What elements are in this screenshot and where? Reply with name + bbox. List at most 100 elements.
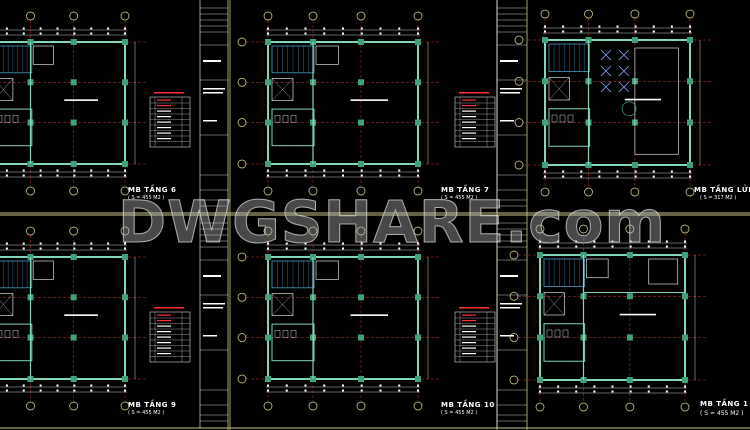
dimension-text	[634, 30, 637, 33]
dimension-text	[285, 384, 288, 387]
dimension-text	[107, 247, 110, 250]
grid-bubble	[584, 9, 593, 19]
toilet-fixture	[12, 114, 19, 123]
column	[626, 377, 633, 383]
dimension-text	[107, 169, 110, 172]
dimension-text	[575, 245, 578, 248]
dimension-text	[360, 32, 363, 35]
dimension-text	[360, 169, 363, 172]
dimension-text	[360, 27, 363, 30]
dimension-text	[593, 245, 596, 248]
dimension-text	[56, 169, 59, 172]
title-block-text	[500, 275, 518, 277]
grid-bubble	[26, 226, 35, 236]
column	[358, 39, 364, 45]
legend-title	[459, 92, 489, 94]
title-block-text	[203, 275, 221, 277]
grid-bubble	[680, 402, 690, 412]
dimension-text	[379, 32, 382, 35]
dimension-text	[56, 247, 59, 250]
legend-text	[157, 314, 171, 316]
dimension-text	[634, 170, 637, 173]
column	[537, 293, 543, 300]
column	[358, 254, 364, 260]
dimension-text	[360, 242, 363, 245]
grid-bubble	[26, 401, 35, 411]
elevator-cross	[548, 77, 570, 101]
dimension-text	[634, 175, 637, 178]
dimension-text	[73, 384, 76, 387]
column	[122, 334, 128, 341]
dimension-text	[616, 30, 619, 33]
grid-bubble	[413, 186, 423, 196]
column	[122, 39, 128, 45]
title-block-text	[203, 92, 223, 94]
dimension-text	[379, 169, 382, 172]
room-label	[624, 98, 661, 101]
elevator	[271, 78, 294, 101]
elevator-cross	[0, 78, 14, 94]
dimension-text	[124, 174, 126, 177]
table	[600, 65, 612, 77]
column	[122, 294, 128, 301]
dimension-text	[107, 174, 110, 177]
dimension-text	[379, 389, 382, 392]
column	[415, 39, 421, 45]
column	[682, 377, 688, 383]
dimension-text	[398, 384, 401, 387]
dimension-text	[73, 27, 76, 30]
title-block-text	[203, 120, 217, 122]
dimension-text	[398, 27, 401, 30]
dimension-text	[285, 174, 288, 177]
toilet-fixture	[567, 114, 574, 123]
legend-text	[157, 325, 171, 327]
dimension-text	[652, 30, 655, 33]
column	[358, 119, 364, 126]
room-label	[350, 99, 388, 101]
legend-text	[157, 116, 171, 118]
dimension-text	[580, 25, 583, 28]
dimension-text	[580, 30, 583, 33]
dimension-text	[417, 242, 419, 245]
column	[542, 119, 548, 126]
dimension-text	[5, 174, 8, 177]
column	[626, 252, 633, 258]
elevator	[271, 293, 294, 316]
legend-title	[459, 307, 489, 309]
dimension-text	[5, 247, 8, 250]
outer-wall	[544, 39, 691, 166]
dimension-text	[323, 32, 326, 35]
dimension-text	[5, 169, 8, 172]
dimension-text	[398, 174, 401, 177]
dimension-text	[665, 390, 668, 393]
dimension-text	[342, 174, 344, 177]
dimension-text	[652, 170, 655, 173]
dimension-text	[539, 240, 541, 243]
elevator-cross	[0, 293, 14, 309]
dimension-text	[665, 240, 668, 243]
table	[600, 49, 612, 61]
legend-text	[462, 121, 476, 123]
column	[537, 377, 543, 383]
column	[537, 252, 543, 258]
dimension-text	[304, 242, 307, 245]
column	[122, 254, 128, 260]
room-label	[350, 314, 388, 316]
legend-text	[462, 331, 476, 333]
dimension-text	[611, 245, 614, 248]
elevator-cross	[0, 300, 14, 316]
dimension-text	[598, 170, 601, 173]
dimension-text	[379, 247, 382, 250]
table	[600, 81, 612, 93]
column	[265, 79, 271, 86]
dimension-text	[285, 247, 288, 250]
column	[358, 79, 364, 86]
outer-wall	[267, 256, 419, 380]
dimension-text	[562, 30, 565, 33]
dimension-text	[56, 389, 59, 392]
legend-text	[157, 105, 171, 107]
dimension-text	[652, 25, 655, 28]
legend-text	[157, 331, 171, 333]
column	[122, 119, 128, 126]
